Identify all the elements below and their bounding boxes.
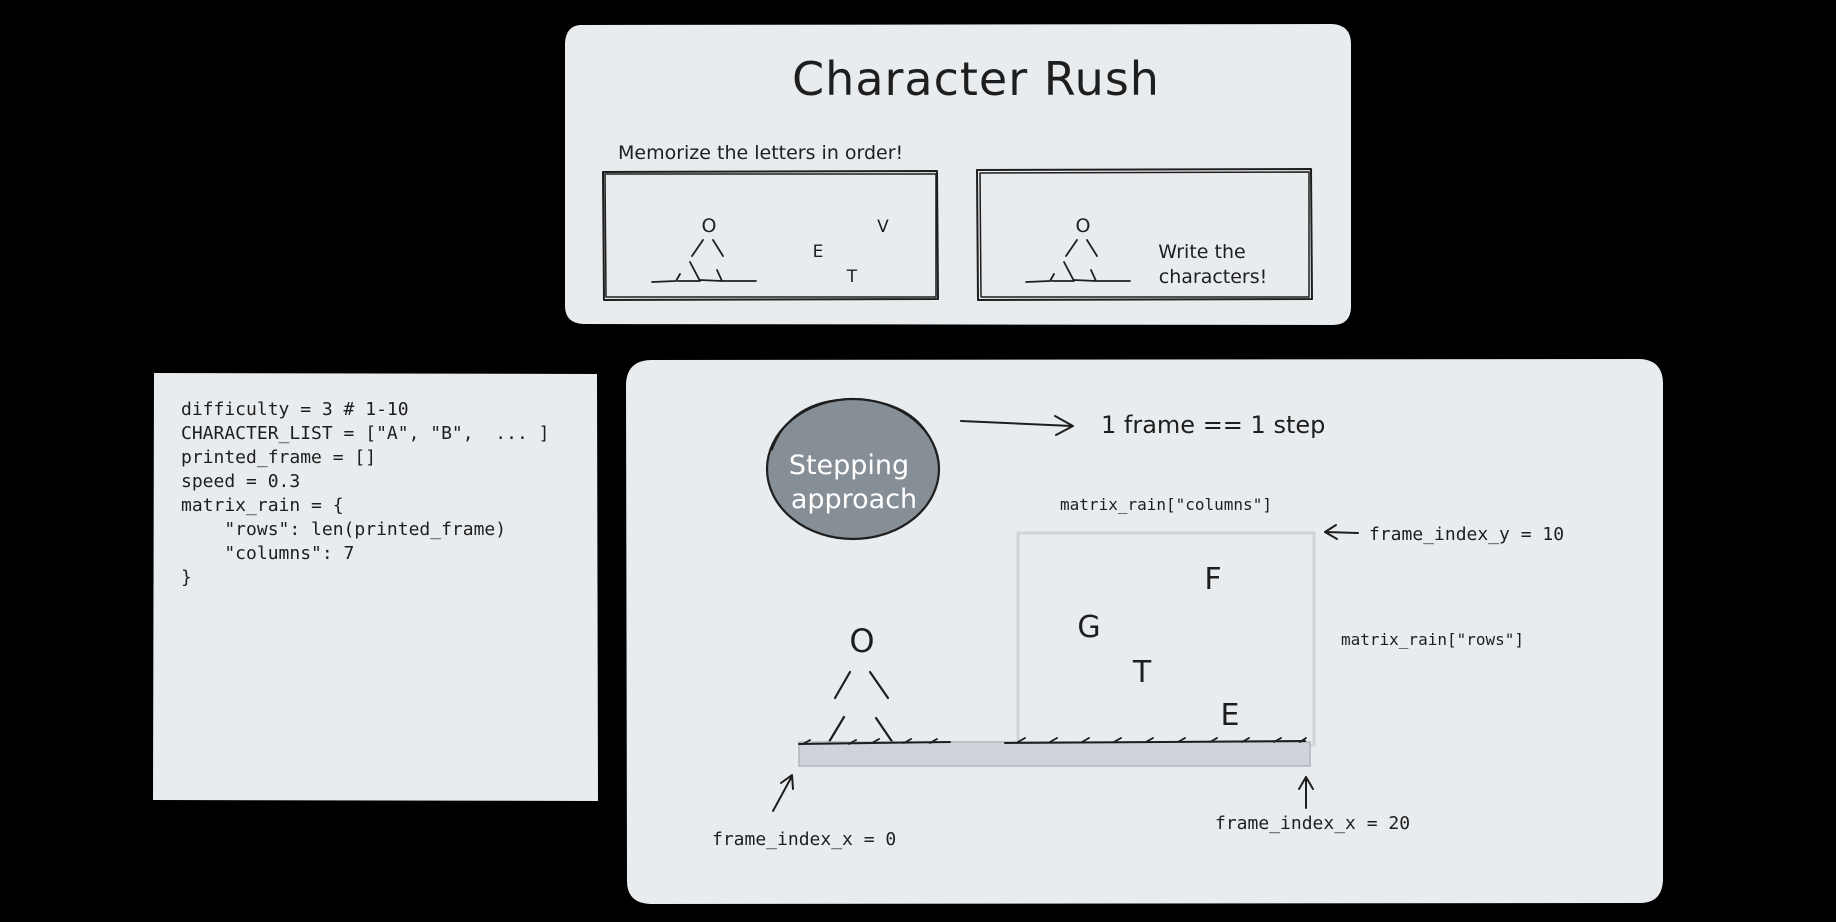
memorize-letter-t: T (846, 267, 858, 287)
rain-letter-f: F (1204, 562, 1221, 597)
frame-index-x-start-arrow (772, 774, 794, 812)
write-caption-line1: Write the (1158, 241, 1245, 263)
frame-step-note: 1 frame == 1 step (1101, 411, 1325, 439)
frame-index-y-arrow (1324, 524, 1359, 540)
diagram-panel: Stepping approach 1 frame == 1 step matr… (625, 358, 1663, 905)
code-line: printed_frame = [] (181, 447, 376, 468)
code-line: } (181, 567, 192, 588)
rain-letter-t: T (1132, 655, 1152, 690)
runner-head: O (1076, 215, 1091, 237)
code-line: matrix_rain = { (181, 495, 344, 516)
frame-index-x-end-arrow (1298, 776, 1314, 809)
code-line: CHARACTER_LIST = ["A", "B", ... ] (181, 423, 549, 444)
code-panel: difficulty = 3 # 1-10 CHARACTER_LIST = [… (152, 372, 599, 802)
circle-label-line2: approach (791, 484, 917, 515)
code-line: "rows": len(printed_frame) (181, 519, 506, 540)
rows-label: matrix_rain["rows"] (1341, 630, 1524, 649)
frame-index-x-start-label: frame_index_x = 0 (712, 829, 896, 850)
step-arrow (960, 415, 1074, 436)
memorize-caption: Memorize the letters in order! (618, 142, 903, 164)
code-line: "columns": 7 (181, 543, 354, 564)
write-caption-line2: characters! (1159, 266, 1268, 288)
stepping-approach-circle: Stepping approach (765, 397, 941, 541)
runner-figure (827, 670, 895, 745)
ground-platform (798, 741, 1311, 767)
runner-figure (1025, 239, 1131, 283)
memorize-frame: O V E T (602, 170, 939, 301)
rain-letter-e: E (1221, 698, 1240, 733)
columns-label: matrix_rain["columns"] (1060, 495, 1272, 514)
code-block: difficulty = 3 # 1-10 CHARACTER_LIST = [… (181, 399, 549, 588)
runner-figure (651, 239, 757, 283)
frame-index-y-label: frame_index_y = 10 (1369, 524, 1564, 545)
code-line: speed = 0.3 (181, 471, 300, 492)
memorize-letter-v: V (877, 217, 889, 237)
runner-head: O (702, 215, 717, 237)
frame-index-x-end-label: frame_index_x = 20 (1215, 813, 1410, 834)
runner-head: O (849, 622, 874, 660)
ground-texture (798, 737, 1307, 745)
title-panel: Character Rush Memorize the letters in o… (565, 23, 1351, 326)
memorize-letter-e: E (813, 242, 824, 262)
circle-label-line1: Stepping (789, 450, 909, 481)
code-line: difficulty = 3 # 1-10 (181, 399, 409, 420)
game-title: Character Rush (792, 52, 1160, 106)
write-frame: O Write the characters! (976, 168, 1313, 301)
rain-letter-g: G (1077, 610, 1100, 645)
